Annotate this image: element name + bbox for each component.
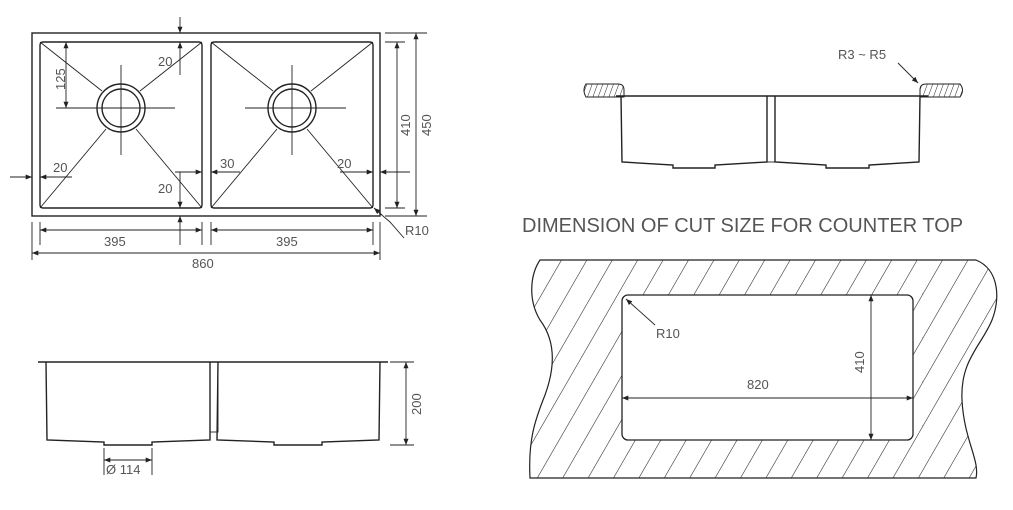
left-bowl [39, 41, 203, 209]
right-bowl [210, 41, 374, 209]
cut-out-view: 820 410 R10 [529, 259, 998, 479]
edge-radius-label: R3 ~ R5 [838, 47, 886, 62]
cut-depth-label: 410 [852, 351, 867, 373]
rim-top-label: 20 [158, 54, 172, 69]
sink-outline [31, 32, 381, 217]
rim-right-label: 20 [337, 156, 351, 171]
corner-radius-label: R10 [405, 223, 429, 238]
inner-depth-label: 410 [398, 114, 413, 136]
left-bowl-width-label: 395 [104, 234, 126, 249]
total-width-label: 860 [192, 256, 214, 271]
divider-left-label: 20 [158, 181, 172, 196]
cut-width-label: 820 [747, 377, 769, 392]
install-view: R3 ~ R5 [583, 47, 963, 169]
divider-right-label: 30 [220, 156, 234, 171]
drain-offset-label: 125 [53, 68, 68, 90]
cut-corner-radius-label: R10 [656, 326, 680, 341]
left-drain [39, 41, 203, 209]
total-depth-label: 450 [419, 114, 434, 136]
side-view: 200 Ø 114 [38, 361, 424, 477]
right-drain [210, 41, 374, 209]
top-view: 20 125 20 20 30 20 395 395 860 410 450 R… [10, 17, 434, 271]
rim-left-label: 20 [53, 160, 67, 175]
drain-diameter-label: Ø 114 [106, 462, 140, 477]
height-label: 200 [409, 393, 424, 415]
right-bowl-width-label: 395 [276, 234, 298, 249]
cut-out-opening [621, 294, 914, 441]
cut-size-title: DIMENSION OF CUT SIZE FOR COUNTER TOP [522, 215, 963, 237]
